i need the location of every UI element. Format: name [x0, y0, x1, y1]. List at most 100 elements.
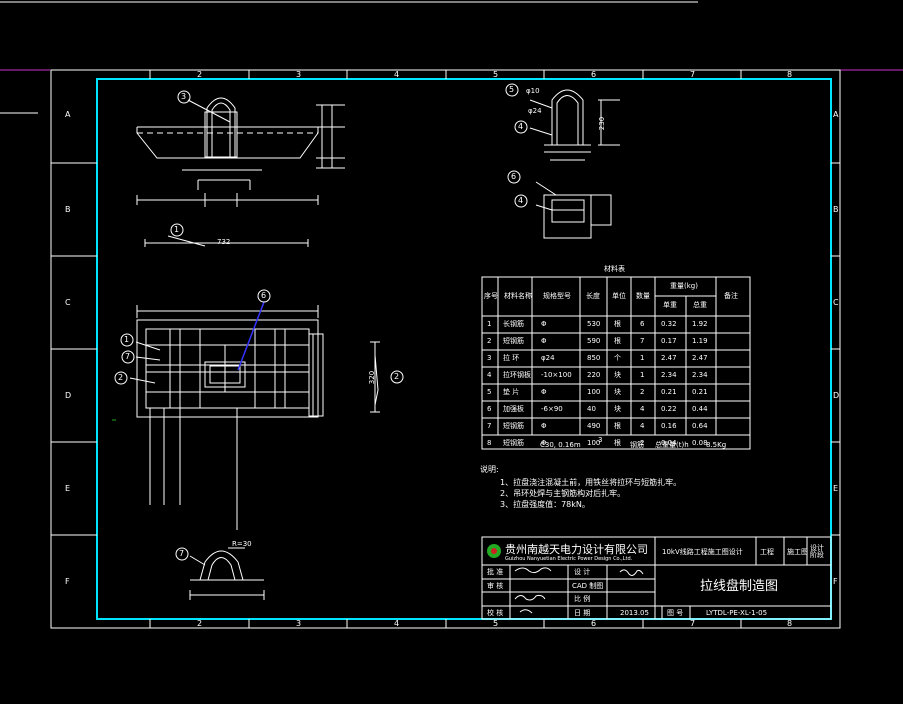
balloon-circles [114, 83, 528, 561]
balloon-3: 3 [181, 92, 187, 101]
hook-detail [189, 547, 265, 600]
table-cell-r5-c2: 垫 片 [503, 388, 520, 396]
label-cad: CAD 制图 [572, 582, 604, 590]
table-cell-r8-c2: 短钢筋 [503, 439, 524, 447]
grid-col-6-bottom: 6 [591, 619, 597, 628]
table-header-total-weight: 总重 [693, 301, 707, 309]
grid-col-7: 7 [690, 70, 696, 79]
table-cell-r4-c1: 4 [487, 371, 492, 379]
table-cell-r7-c8: 0.64 [692, 422, 708, 430]
table-cell-r3-c5: 个 [614, 354, 621, 362]
table-cell-r2-c6: 7 [640, 337, 645, 345]
stage-label: 设计阶段 [810, 544, 824, 559]
dim-ring-phi10: φ10 [526, 87, 540, 95]
table-cell-r4-c4: 220 [587, 371, 601, 379]
table-cell-r1-c7: 0.32 [661, 320, 677, 328]
label-date: 日 期 [574, 609, 591, 617]
table-cell-r7-c1: 7 [487, 422, 492, 430]
front-view [136, 97, 345, 207]
table-cell-r4-c2: 拉环钢板 [503, 371, 531, 379]
balloon-1-bar: 1 [174, 225, 180, 234]
table-header-length: 长度 [586, 292, 600, 300]
table-cell-r2-c8: 1.19 [692, 337, 708, 345]
table-cell-r1-c2: 长钢筋 [503, 320, 524, 328]
grid-row-f: F [65, 577, 70, 586]
table-cell-r6-c8: 0.44 [692, 405, 708, 413]
grid-row-f-right: F [833, 577, 838, 586]
table-cell-r1-c8: 1.92 [692, 320, 708, 328]
table-header-qty: 数量 [636, 292, 650, 300]
grid-row-e-right: E [833, 484, 839, 493]
table-header-unit: 单位 [612, 292, 626, 300]
table-cell-r5-c4: 100 [587, 388, 601, 396]
table-header-weight: 重量(kg) [670, 282, 698, 290]
grid-row-b-right: B [833, 205, 839, 214]
table-cell-r2-c4: 590 [587, 337, 601, 345]
dim-plan-height: 320 [368, 370, 377, 385]
note-line-3: 3、拉盘强度值：78kN。 [500, 500, 590, 509]
drawing-title: 拉线盘制造图 [700, 579, 779, 594]
table-cell-r5-c1: 5 [487, 388, 492, 396]
table-cell-r8-c6: 2 [640, 439, 645, 447]
label-scale: 比 例 [574, 595, 591, 603]
table-footer-rebar: 钢筋 [630, 441, 644, 449]
table-title: 材料表 [604, 265, 625, 273]
balloon-7-plan: 7 [125, 352, 131, 361]
table-cell-r1-c4: 530 [587, 320, 601, 328]
grid-col-6: 6 [591, 70, 597, 79]
stage-value: 施工图 [787, 548, 808, 556]
table-cell-r6-c4: 40 [587, 405, 596, 413]
table-footer-total-label: 总重量(t)h [655, 441, 689, 449]
table-cell-r5-c3: Φ [541, 388, 547, 396]
table-cell-r7-c5: 根 [614, 422, 621, 430]
grid-col-3-bottom: 3 [296, 619, 302, 628]
table-header-no: 序号 [484, 292, 498, 300]
company-name-en: Guizhou Nanyuetian Electric Power Design… [505, 556, 633, 562]
table-cell-r6-c1: 6 [487, 405, 492, 413]
label-review: 校 核 [487, 609, 504, 617]
table-cell-r3-c8: 2.47 [692, 354, 708, 362]
ring-detail [529, 89, 620, 239]
table-cell-r4-c6: 1 [640, 371, 645, 379]
table-cell-r3-c3: φ24 [541, 354, 555, 362]
company-name: 贵州南越天电力设计有限公司 [505, 543, 648, 556]
table-cell-r4-c3: -10×100 [541, 371, 572, 379]
project-label: 工程 [760, 548, 774, 556]
table-cell-r3-c2: 拉 环 [503, 354, 520, 362]
table-cell-r2-c3: Φ [541, 337, 547, 345]
balloon-5-ring: 5 [509, 85, 515, 94]
table-cell-r1-c6: 6 [640, 320, 645, 328]
table-cell-r8-c8: 0.08 [692, 439, 708, 447]
balloon-2-plan: 2 [118, 373, 124, 382]
inner-border [96, 78, 832, 620]
balloon-6-plan: 6 [261, 291, 267, 300]
grid-col-5-bottom: 5 [493, 619, 499, 628]
table-cell-r5-c5: 块 [614, 388, 621, 396]
table-footer-total-value: 8.5Kg [706, 441, 727, 449]
balloon-6-ring: 6 [511, 172, 517, 181]
dim-detail-radius: R=30 [232, 540, 252, 548]
table-cell-r8-c3: Φ [541, 439, 547, 447]
table-cell-r5-c7: 0.21 [661, 388, 677, 396]
grid-row-a: A [65, 110, 71, 119]
grid-col-7-bottom: 7 [690, 619, 696, 628]
table-cell-r2-c1: 2 [487, 337, 492, 345]
grid-row-d: D [65, 391, 72, 400]
grid-row-a-right: A [833, 110, 839, 119]
date-value: 2013.05 [620, 609, 649, 617]
table-header-remark: 备注 [724, 292, 738, 300]
table-cell-r6-c6: 4 [640, 405, 645, 413]
balloon-7-detail: 7 [179, 549, 185, 558]
grid-col-4: 4 [394, 70, 400, 79]
table-cell-r6-c3: -6×90 [541, 405, 563, 413]
outer-frame [50, 69, 841, 629]
dim-bar-length: 732 [217, 238, 231, 246]
dim-ring-height: 230 [598, 116, 607, 131]
balloon-2-side: 2 [394, 372, 400, 381]
balloon-4-ring: 4 [518, 122, 524, 131]
table-cell-r2-c5: 根 [614, 337, 621, 345]
label-approve: 批 准 [487, 568, 504, 576]
table-cell-r4-c5: 块 [614, 371, 621, 379]
